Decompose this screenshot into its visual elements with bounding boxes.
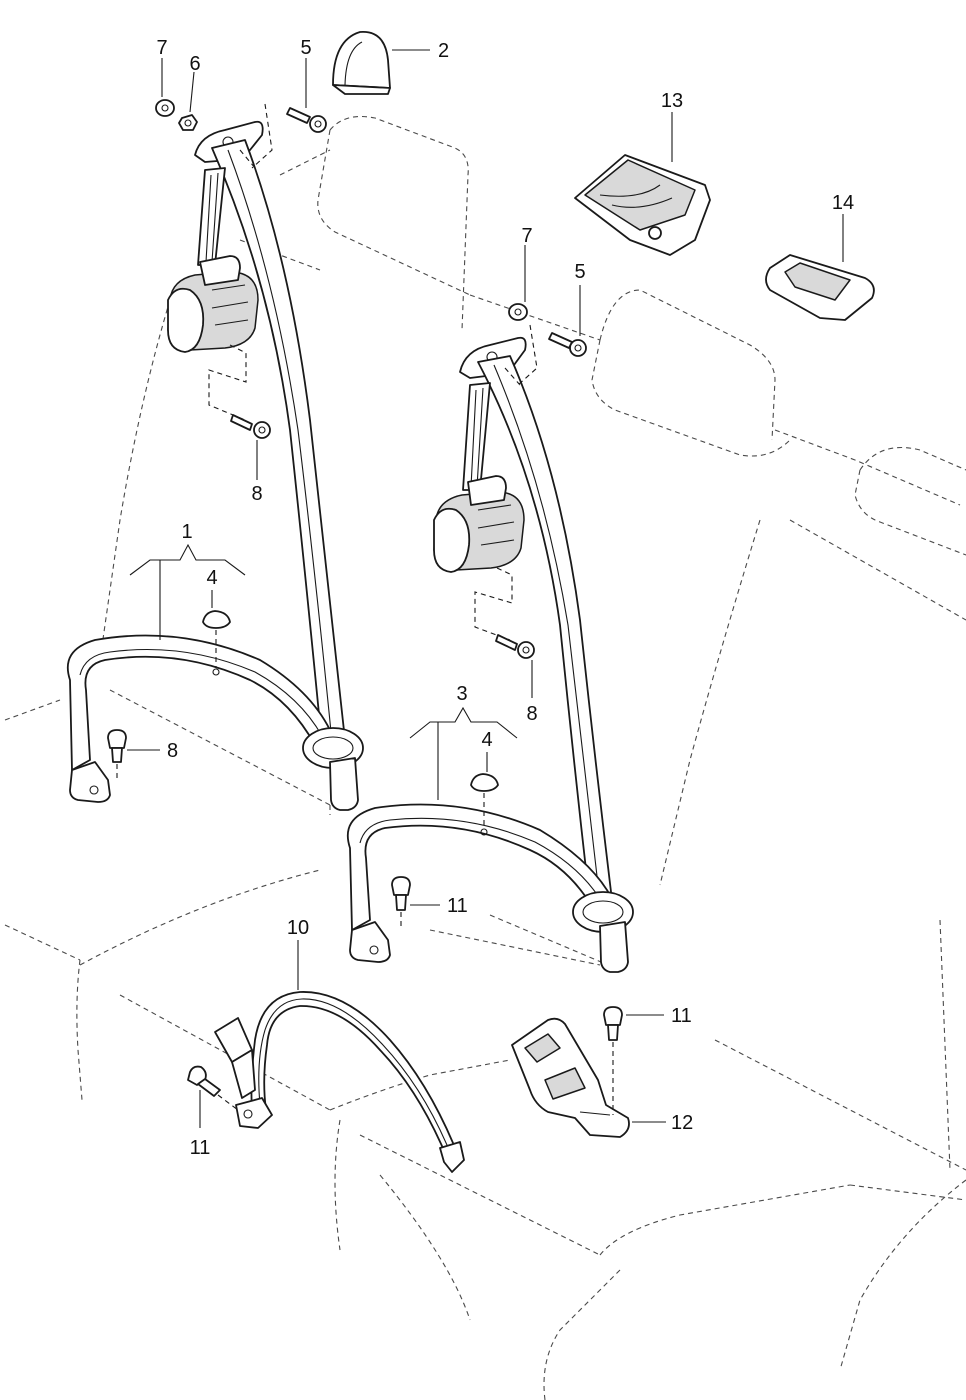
bolt-11-buckle-belt [187, 1065, 239, 1111]
callout-8-floor-left: 8 [167, 740, 178, 762]
callout-4-left: 4 [206, 567, 217, 589]
belt-tongue-center [599, 921, 629, 973]
lap-belt-strap-left [66, 634, 331, 771]
bolt-11-floor-center [391, 876, 411, 896]
callout-8-retractor-center: 8 [526, 703, 537, 725]
bolt-8-retractor-left [230, 414, 253, 431]
cover-cap-4-left [202, 610, 231, 629]
callout-14: 14 [832, 192, 854, 214]
buckle-12 [511, 1017, 630, 1138]
callout-5-center: 5 [574, 261, 585, 283]
callout-8-retractor-left: 8 [251, 483, 262, 505]
callout-11-center: 11 [447, 895, 468, 917]
callout-4-center: 4 [481, 729, 492, 751]
retractor-webbing-center [462, 382, 491, 491]
storage-tray-13 [574, 154, 711, 256]
buckle-anchor-plate-10 [235, 1097, 273, 1129]
callout-7-left: 7 [156, 37, 167, 59]
callout-5-left: 5 [300, 37, 311, 59]
belt-end-tongue-10 [439, 1141, 465, 1173]
retractor-webbing-left [197, 167, 226, 266]
lap-belt-strap-center [346, 803, 611, 931]
seat-belt-center-assembly [346, 303, 634, 973]
belt-tongue-left [329, 757, 359, 811]
callout-10: 10 [287, 917, 309, 939]
retractor-cap-center [467, 475, 507, 506]
callout-leaders [127, 49, 844, 1128]
buckle-belt-10 [214, 991, 465, 1173]
callout-2: 2 [438, 40, 449, 62]
callout-1: 1 [181, 521, 192, 543]
callout-3: 3 [456, 683, 467, 705]
nut-6-left [178, 114, 198, 131]
callout-13: 13 [661, 90, 683, 112]
bolt-11-buckle [603, 1006, 623, 1115]
callout-12: 12 [671, 1112, 693, 1134]
bolt-5-upper-left [286, 107, 311, 124]
cover-cap-4-center [470, 773, 499, 792]
callout-11-buckle-belt: 11 [190, 1137, 211, 1159]
callout-6: 6 [189, 53, 200, 75]
trim-bezel-14 [765, 254, 875, 321]
callout-11-buckle: 11 [671, 1005, 692, 1027]
bolt-8-floor-left [107, 729, 127, 749]
washer-7-center [508, 303, 528, 321]
washer-7-left [155, 99, 175, 117]
retractor-cap-left [199, 255, 241, 286]
floor-anchor-plate-center [349, 921, 391, 963]
bolt-8-retractor-center [495, 634, 518, 651]
callout-7-center: 7 [521, 225, 532, 247]
bolt-5-upper-center [548, 332, 573, 349]
floor-anchor-plate-left [69, 761, 111, 803]
callout-labels: 7 6 5 2 13 14 7 5 8 1 4 8 3 8 4 11 10 11… [156, 37, 854, 1159]
cover-cap-2 [332, 31, 391, 89]
rear-seat-outline [4, 115, 966, 1400]
seat-belt-left-assembly [66, 99, 364, 811]
